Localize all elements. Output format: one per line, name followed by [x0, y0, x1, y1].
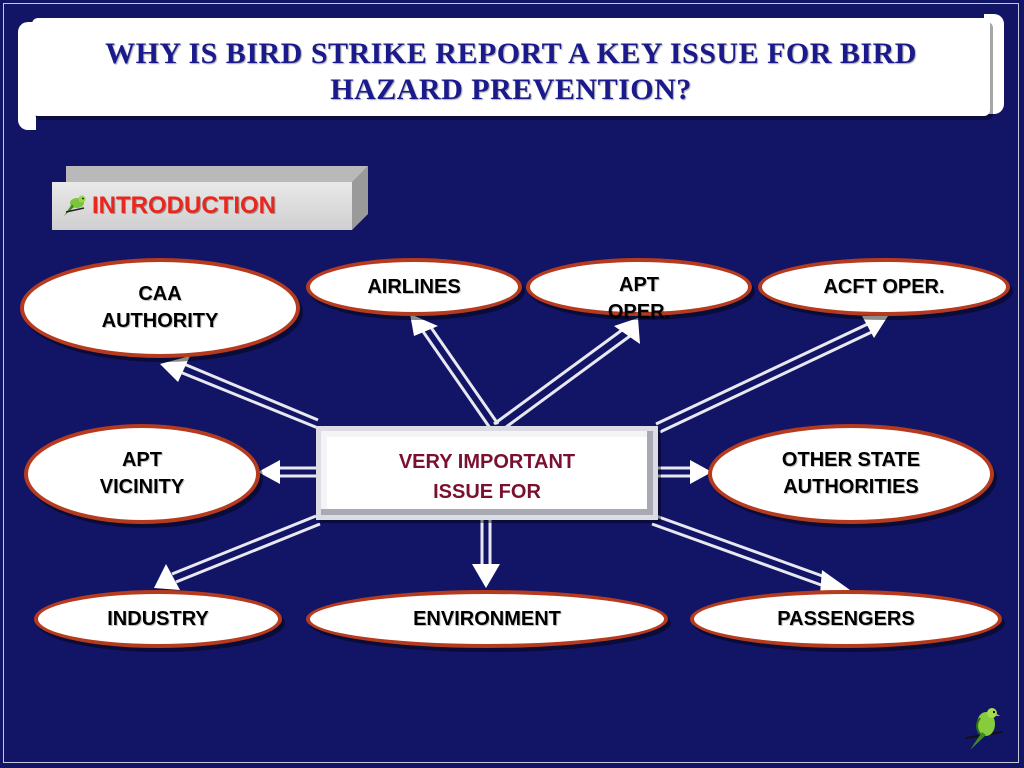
node-airlines: AIRLINES [306, 258, 522, 316]
slide-frame [3, 3, 1019, 763]
introduction-label: INTRODUCTION [92, 192, 276, 219]
node-acft-oper: ACFT OPER. [758, 258, 1010, 316]
center-box: VERY IMPORTANT ISSUE FOR [316, 426, 658, 520]
bird-icon [64, 195, 86, 216]
node-environment: ENVIRONMENT [306, 590, 668, 648]
introduction-box [52, 182, 352, 230]
bird-icon [965, 708, 1003, 750]
title-scroll: WHY IS BIRD STRIKE REPORT A KEY ISSUE FO… [18, 14, 1004, 130]
node-caa-authority: CAA AUTHORITY [20, 258, 300, 358]
node-apt-oper: APT OPER. [526, 258, 752, 323]
slide-title: WHY IS BIRD STRIKE REPORT A KEY ISSUE FO… [105, 37, 917, 106]
node-industry: INDUSTRY [34, 590, 282, 648]
node-other-state-authorities: OTHER STATE AUTHORITIES [708, 424, 994, 524]
node-passengers: PASSENGERS [690, 590, 1002, 648]
node-apt-vicinity: APT VICINITY [24, 424, 260, 524]
